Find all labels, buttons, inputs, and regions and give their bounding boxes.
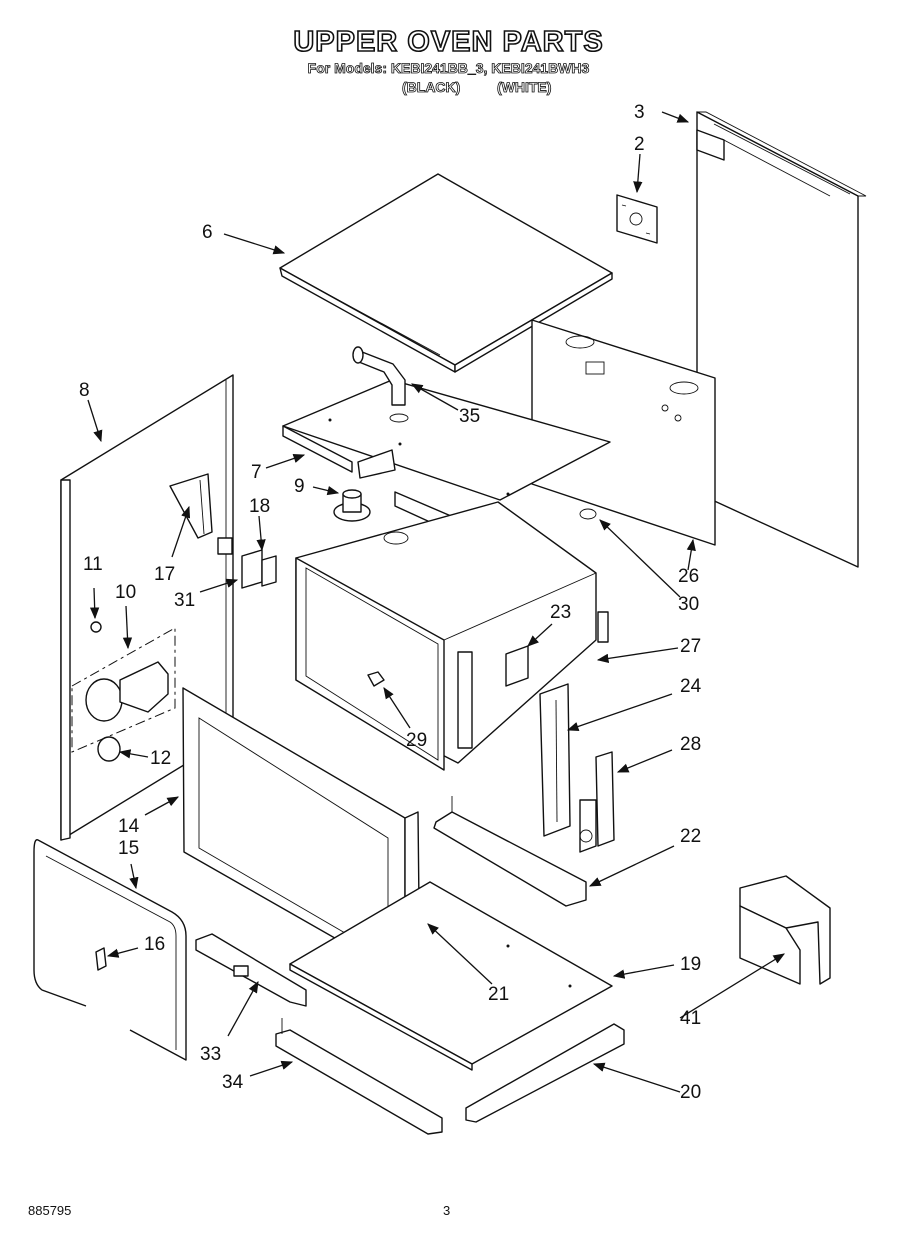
part-3-rear-panel: [696, 111, 867, 568]
callout-8: 8: [79, 380, 90, 401]
callout-16: 16: [144, 934, 165, 955]
callout-30: 30: [678, 594, 699, 615]
page-title: UPPER OVEN PARTS: [293, 25, 604, 59]
part-22-rail: [433, 796, 587, 907]
callout-35: 35: [459, 406, 480, 427]
callout-11: 11: [83, 554, 103, 575]
callout-26: 26: [678, 566, 699, 587]
callout-17: 17: [154, 564, 175, 585]
part-15-gasket: [33, 839, 187, 1061]
color-white-label: (WHITE): [497, 79, 552, 96]
part-9-component: [333, 489, 371, 522]
callout-18: 18: [249, 496, 270, 517]
page-number: 3: [443, 1203, 451, 1218]
part-34-rail: [275, 1018, 443, 1135]
models-line: For Models: KEBI241BB_3, KEBI241BWH3: [307, 60, 590, 77]
callout-24: 24: [680, 676, 702, 697]
part-23-bracket: [505, 645, 529, 687]
callout-20: 20: [680, 1082, 701, 1103]
part-20-rail: [465, 1023, 625, 1123]
callout-41: 41: [680, 1008, 701, 1029]
callout-9: 9: [294, 476, 305, 497]
part-27-oven-cavity: [295, 501, 609, 771]
callout-27: 27: [680, 636, 701, 657]
callout-29: 29: [406, 730, 427, 751]
callout-7: 7: [251, 462, 262, 483]
part-2-bracket: [616, 194, 658, 244]
part-16-clip: [95, 947, 107, 971]
callout-28: 28: [680, 734, 701, 755]
part-10-11-12-light: [71, 621, 176, 762]
callout-10: 10: [115, 582, 136, 603]
callout-12: 12: [150, 748, 171, 769]
part-33-bracket: [195, 933, 307, 1007]
part-18-31-switches: [217, 537, 277, 589]
callout-14: 14: [118, 816, 140, 837]
callout-31: 31: [174, 590, 195, 611]
callout-19: 19: [680, 954, 701, 975]
part-28-hinge: [579, 751, 615, 853]
part-17-bracket: [169, 473, 213, 539]
callout-3: 3: [634, 102, 645, 123]
callout-21: 21: [488, 984, 509, 1005]
doc-number: 885795: [28, 1203, 72, 1218]
callout-33: 33: [200, 1044, 221, 1065]
part-19-bottom-panel: [289, 881, 613, 1071]
callout-labels: 3 2 6 8 35 7 9 18 17 31 11 10 12 14 15 1…: [79, 102, 702, 1103]
callout-34: 34: [222, 1072, 244, 1093]
part-35-vent-tube: [352, 346, 409, 423]
part-24-hinge-bracket: [539, 683, 571, 837]
callout-2: 2: [634, 134, 645, 155]
callout-6: 6: [202, 222, 213, 243]
color-black-label: (BLACK): [402, 79, 461, 96]
callout-15: 15: [118, 838, 139, 859]
callout-22: 22: [680, 826, 701, 847]
part-41-bracket: [739, 875, 831, 985]
leader-lines: [87, 111, 785, 1093]
callout-23: 23: [550, 602, 571, 623]
part-29-component: [367, 671, 385, 687]
